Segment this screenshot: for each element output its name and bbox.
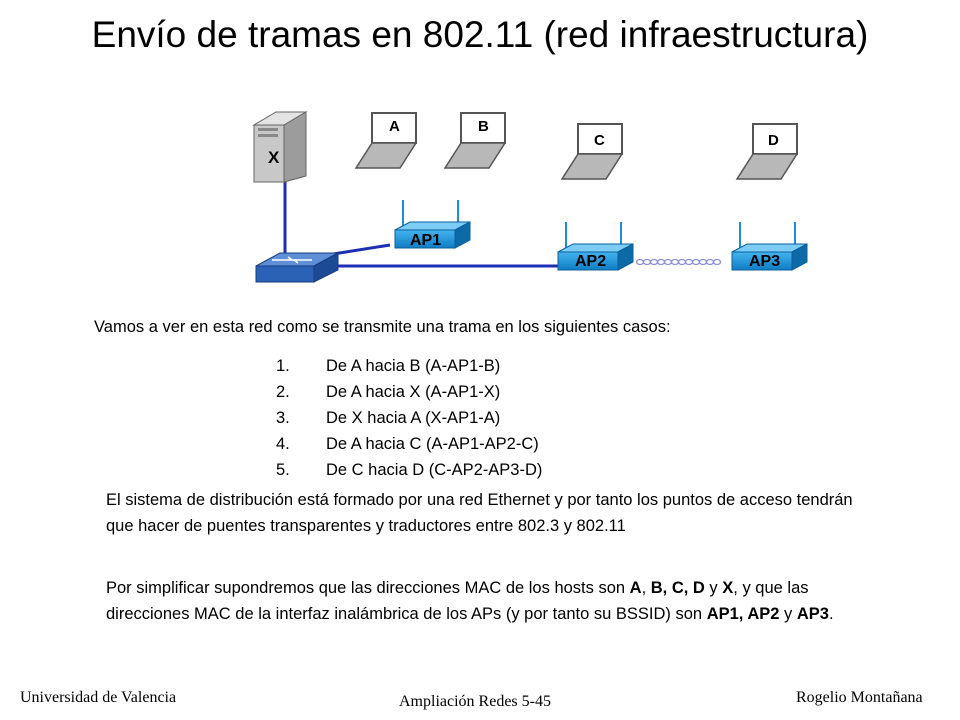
access-point-icon [394,200,471,249]
laptop-icon [443,112,507,169]
mac-paragraph: Por simplificar supondremos que las dire… [106,579,834,623]
distribution-paragraph: El sistema de distribución está formado … [106,491,853,535]
network-diagram: X A B C D AP1 AP2 [252,111,808,283]
cases-list: 1.De A hacia B (A-AP1-B) 2.De A hacia X … [276,355,542,485]
ap2-label: AP2 [575,253,606,270]
footer-author: Rogelio Montañana [796,689,923,706]
server-icon [252,111,308,183]
laptop-b-label: B [478,118,489,135]
list-item: 1.De A hacia B (A-AP1-B) [276,357,501,375]
list-item: 4.De A hacia C (A-AP1-AP2-C) [276,435,539,453]
ap1-label: AP1 [410,232,441,249]
server-label: X [268,148,280,167]
access-point-icon [731,222,808,271]
footer-course: Ampliación Redes 5-45 [399,693,551,710]
access-point-icon [557,222,634,271]
list-item: 5.De C hacia D (C-AP2-AP3-D) [276,461,543,479]
laptop-d-label: D [768,132,779,149]
laptop-icon [354,112,418,169]
laptop-c-label: C [594,132,605,149]
list-item: 3.De X hacia A (X-AP1-A) [276,409,501,427]
laptop-a-label: A [389,118,400,135]
laptop-icon [735,123,799,180]
intro-text: Vamos a ver en esta red como se transmit… [94,318,671,336]
ap3-label: AP3 [749,253,780,270]
switch-icon [255,252,339,283]
laptop-icon [560,123,624,180]
list-item: 2.De A hacia X (A-AP1-X) [276,383,501,401]
footer-university: Universidad de Valencia [20,689,177,706]
wireless-link-icon [635,258,722,266]
slide-title: Envío de tramas en 802.11 (red infraestr… [91,14,869,55]
